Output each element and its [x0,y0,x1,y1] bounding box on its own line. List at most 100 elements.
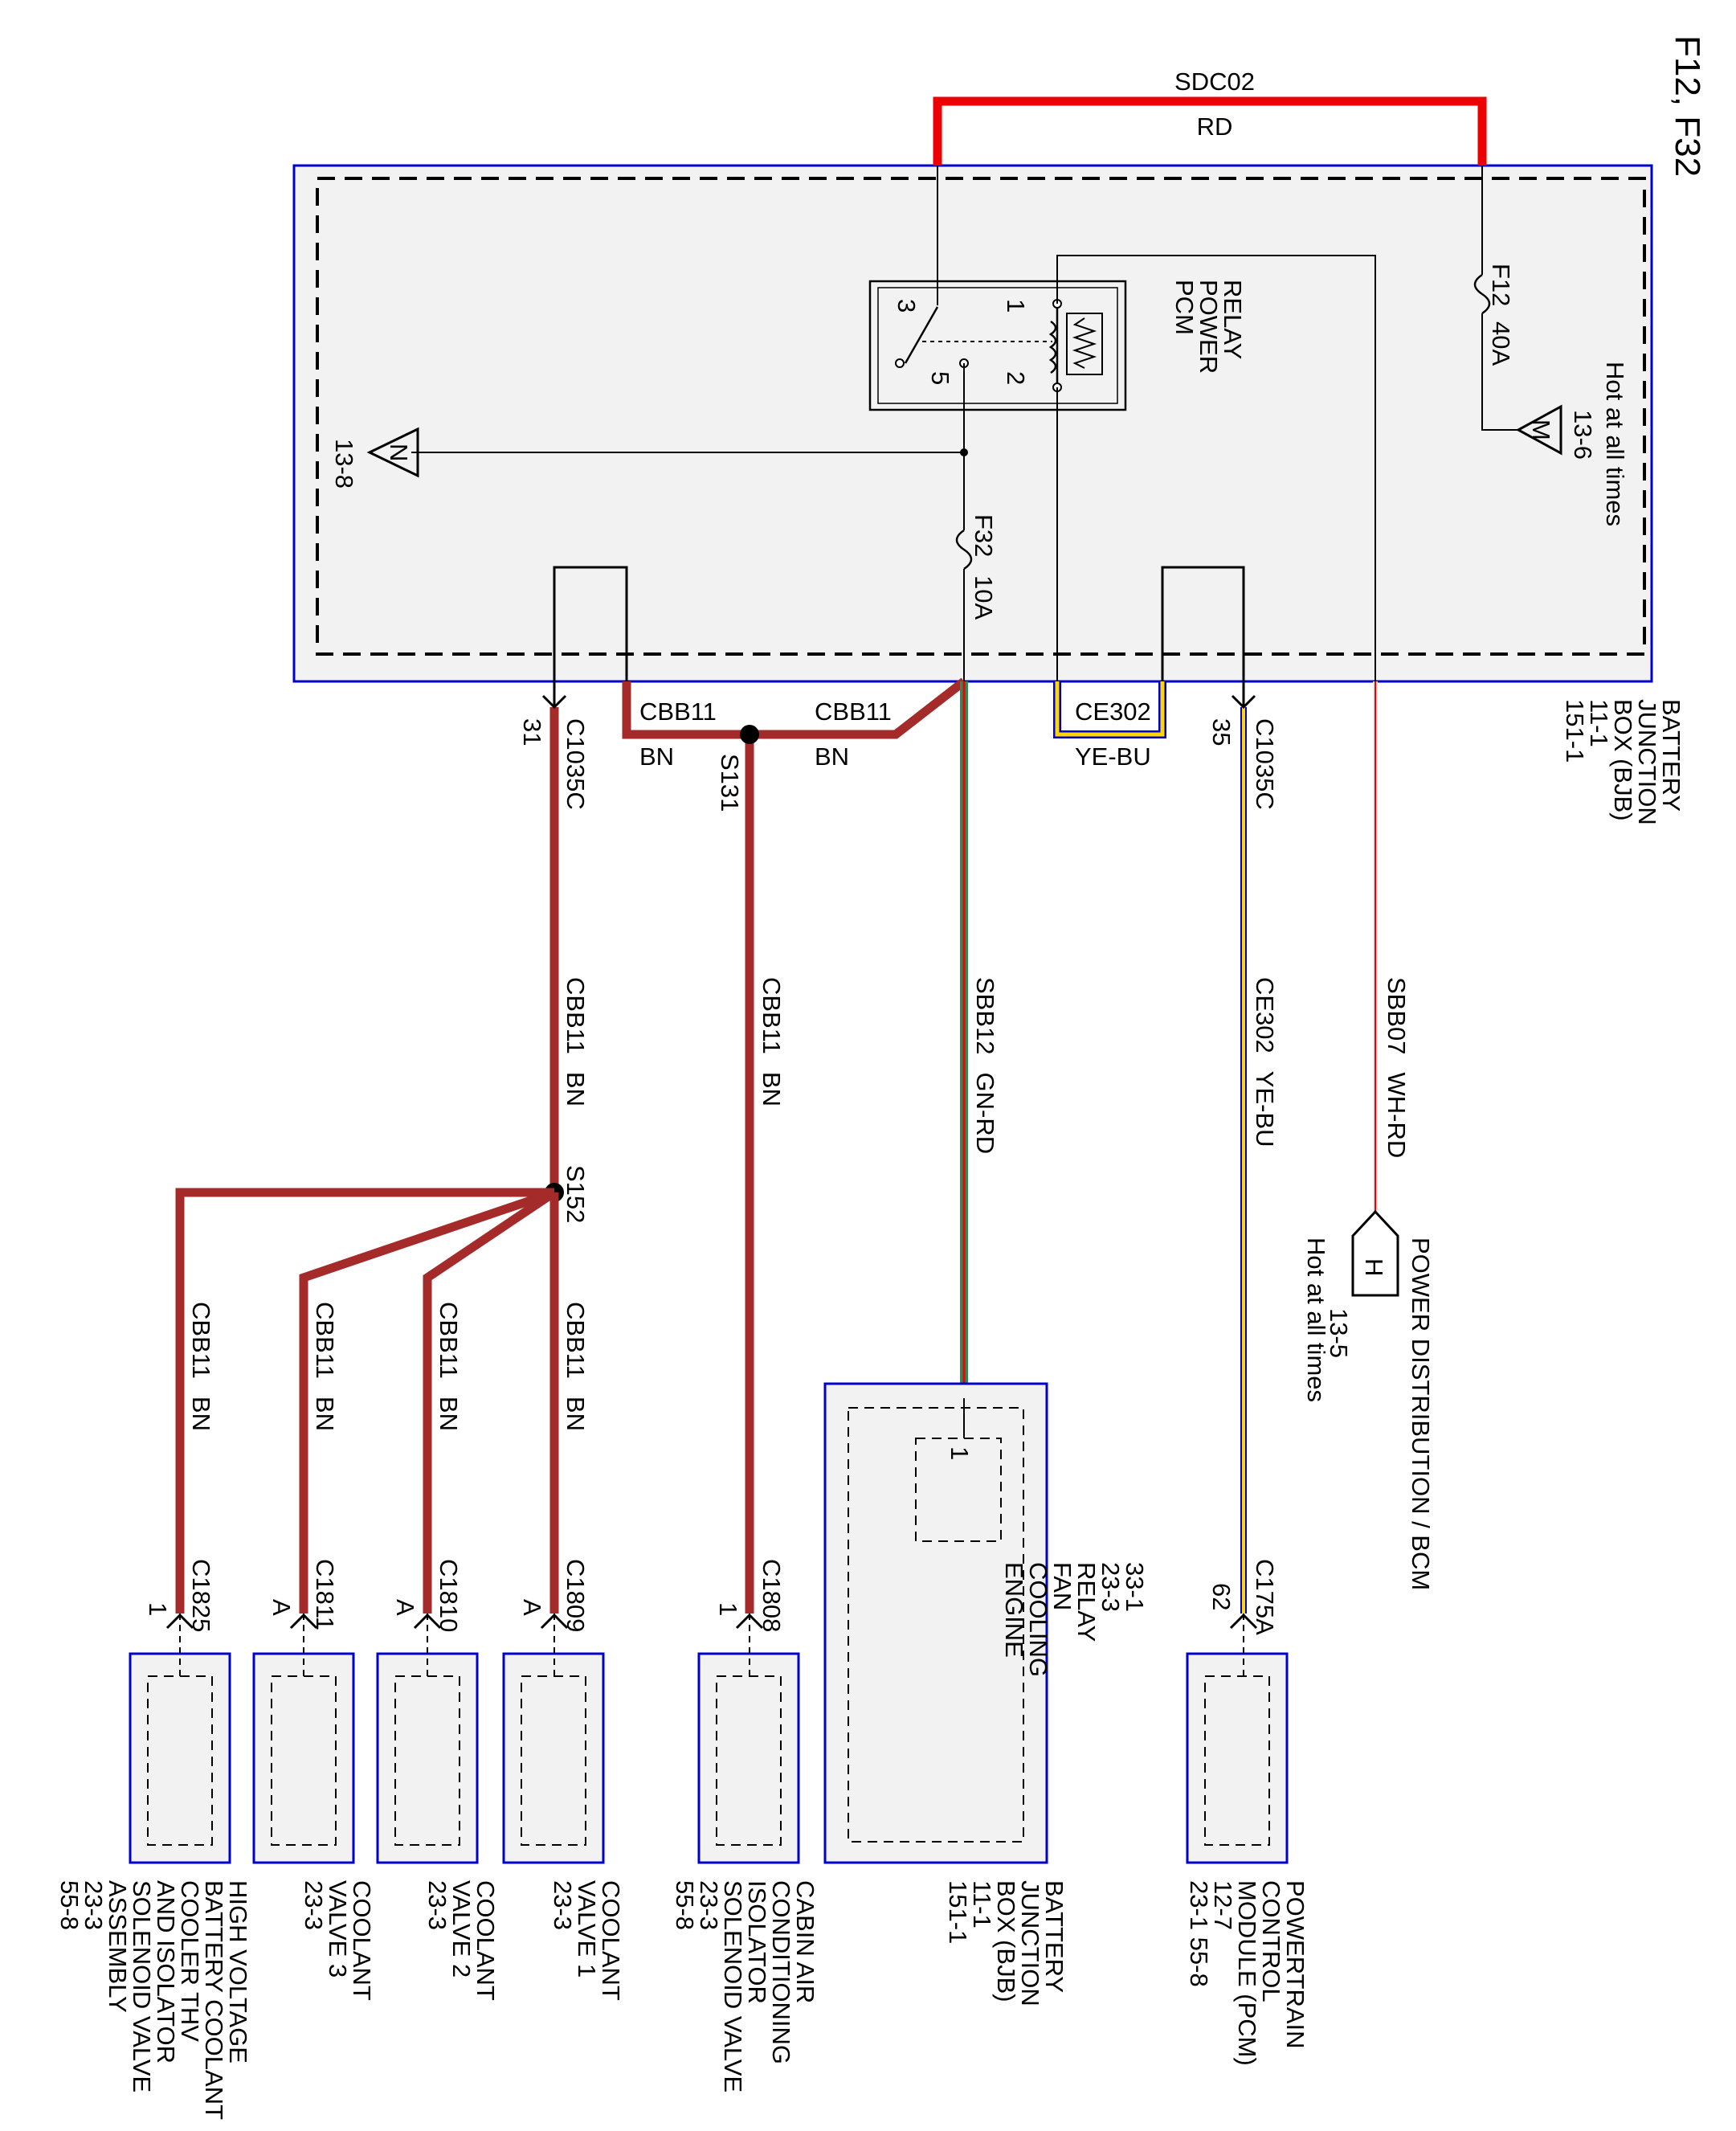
splice-s131-label: S131 [716,754,744,812]
relay-pin2: 2 [1002,371,1030,385]
fan-relay-label: ENGINECOOLINGFANRELAY23-333-1 [1000,1562,1149,1677]
cbb11-top-left-circuit: CBB11 [639,697,717,726]
fuse-f32-symbol [955,529,973,571]
fuse-f32-rating: 10A [970,575,998,620]
relay-pin3-node [895,358,905,368]
valve2-label: COOLANTVALVE 223-3 [423,1880,500,2001]
cbb11-c1809-label: CBB11BN [562,1302,590,1431]
ce302-top-circuit: CE302 [1075,697,1151,726]
splice-s152-label: S152 [562,1165,590,1223]
c1035c-31-arrow [541,694,567,710]
c1808-arrow [735,1613,764,1630]
relay-name: PCMPOWERRELAY [1170,280,1247,374]
c1811-name: C1811 [311,1559,339,1630]
wire-sdc02-circuit: SDC02 [1174,67,1255,96]
wire-sdc02 [933,96,1487,166]
cabin-ac-label: CABIN AIRCONDITIONINGISOLATORSOLENOID VA… [671,1880,819,2092]
conn-m-letter: M [1527,419,1555,440]
relay-inner [877,287,1118,404]
relay-resistor-box [1066,313,1103,375]
sbb07-label: SBB07WH-RD [1383,977,1411,1158]
c1808-pin: 1 [714,1602,742,1616]
c175a-name: C175A [1251,1559,1279,1635]
cbb11-c1825-label: CBB11BN [187,1302,215,1431]
power-dist-ref: 13-5 [1325,1308,1353,1358]
f12-to-m [1481,313,1518,431]
ce302-35-label: CE302YE-BU [1251,977,1279,1147]
cbb11-c1810-label: CBB11BN [435,1302,463,1431]
conn-h-symbol [1351,1209,1399,1297]
power-dist-name: POWER DISTRIBUTION / BCM [1407,1237,1435,1590]
relay-pin3: 3 [893,299,921,313]
valve3-label: COOLANTVALVE 323-3 [300,1880,376,2001]
wire-cbb11-c1825 [175,1188,554,1614]
c1810-name: C1810 [435,1559,463,1632]
relay-resistor [1072,317,1097,369]
bjb-top-label: BATTERYJUNCTIONBOX (BJB)11-1151-1 [1561,699,1685,825]
wire-sdc02-color: RD [1197,112,1233,141]
coil-feed [1056,255,1376,681]
fuse-f12-symbol [1473,273,1491,315]
valve1-box [502,1652,605,1864]
c1035c-31-name: C1035C [562,718,590,810]
cbb11-top-right-circuit: CBB11 [815,697,892,726]
relay-pin1: 1 [1002,299,1030,313]
page-title: F12, F32 [1668,35,1707,177]
fan-relay-pin: 1 [946,1446,974,1460]
pcm-inner [1204,1675,1270,1846]
c175a-pin: 62 [1207,1583,1236,1610]
bjb-bottom-box [823,1382,1048,1864]
cbb11-c1811-label: CBB11BN [311,1302,339,1431]
ce302-top-color: YE-BU [1075,742,1151,771]
c175a-arrow [1229,1613,1258,1630]
cbb11-top-left-color: BN [639,742,674,771]
cabin-ac-box [697,1652,800,1864]
fan-relay-box [915,1438,1002,1542]
relay-switch [904,306,939,364]
valve2-box [376,1652,479,1864]
c1810-arrow [413,1613,442,1630]
bjb-outline [292,164,1653,683]
bjb-bottom-label: BATTERYJUNCTIONBOX (BJB)11-1151-1 [944,1880,1068,2006]
c1035c-35-arrow [1231,694,1256,710]
cbb11-s131-label: CBB11BN [758,977,786,1106]
c1811-arrow [289,1613,318,1630]
c1825-arrow [165,1613,194,1630]
fuse-f12-rating: 40A [1487,321,1515,366]
wire-cbb11-top-right [750,677,967,739]
relay-pin5: 5 [926,371,954,385]
c1810-pin: A [391,1599,419,1616]
sbb12-label: SBB12GN-RD [971,977,999,1154]
wire-cbb11-c1811 [299,1188,556,1614]
c1035c-31-loop [553,566,628,707]
conn-m-ref: 13-6 [1569,410,1597,460]
c1809-name: C1809 [562,1559,590,1632]
conn-h-letter: H [1360,1258,1388,1276]
valve1-label: COOLANTVALVE 123-3 [549,1880,625,2001]
conn-m-symbol [1515,404,1562,456]
c1035c-35-loop [1161,566,1245,707]
c1825-name: C1825 [187,1559,215,1632]
c1809-pin: A [518,1599,546,1616]
bjb-hot-label: Hot at all times [1601,362,1629,526]
cbb11-31-label: CBB11BN [562,977,590,1106]
hv-box [129,1652,231,1864]
wire-cbb11-c1810 [423,1188,558,1614]
c1035c-35-pin: 35 [1207,718,1236,746]
fuse-f12-name: F12 [1487,264,1515,306]
hv-label: HIGH VOLTAGEBATTERY COOLANTCOOLER THVAND… [55,1880,252,2120]
relay-outer [868,280,1127,411]
c1035c-35-name: C1035C [1251,718,1279,810]
conn-n-symbol [366,427,419,478]
conn-n-ref: 13-8 [330,439,358,489]
bjb-bottom-inner [848,1407,1024,1843]
splice-s131 [740,725,759,744]
c1811-pin: A [268,1599,296,1616]
c1808-name: C1808 [758,1559,786,1632]
pcm-label: POWERTRAINCONTROLMODULE (PCM)12-723-1 55… [1185,1880,1309,2066]
pcm-box [1186,1652,1289,1864]
relay-coil [1048,307,1059,386]
power-dist-hot: Hot at all times [1302,1237,1330,1402]
c1809-arrow [540,1613,569,1630]
